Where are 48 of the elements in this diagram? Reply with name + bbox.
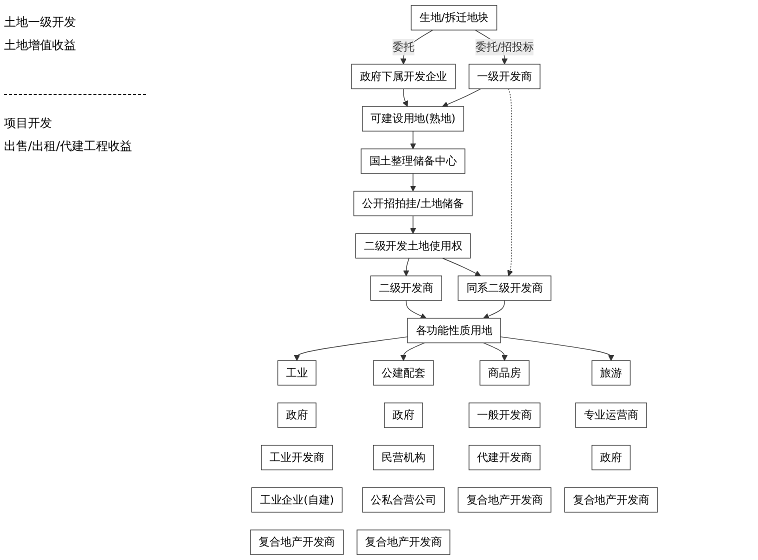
node-box: 一般开发商 [468,402,540,428]
node-box: 复合地产开发商 [458,487,552,513]
node-box: 各功能性质用地 [407,318,501,344]
arrow [400,342,425,361]
arrow [410,215,416,234]
node-box: 复合地产开发商 [356,530,450,555]
section-label: 项目开发 [4,115,53,132]
arrow [294,336,408,361]
node-box: 代建开发商 [468,444,540,470]
node-box: 同系二级开发商 [458,276,552,301]
node-box: 政府 [277,402,316,428]
section-label: 土地一级开发 [4,14,77,31]
node-box: 国土整理储备中心 [360,148,466,174]
arrow [483,300,505,319]
section-label: 出售/出租/代建工程收益 [4,138,134,155]
node-box: 公私合营公司 [362,487,445,513]
node-box: 政府 [592,444,631,470]
node-box: 商品房 [480,360,530,386]
node-box: 生地/拆迁地块 [410,5,498,30]
node-box: 二级开发土地使用权 [355,233,471,258]
node-box: 工业 [277,360,316,386]
arrow [410,130,416,150]
arrow [442,88,482,108]
edge-label: 委托 [392,40,414,54]
node-box: 政府下属开发企业 [351,64,456,90]
arrow [442,258,482,276]
node-box: 公建配套 [373,360,434,386]
node-box: 公开招拍挂/土地储备 [353,190,473,216]
arrow [507,88,514,276]
node-box: 复合地产开发商 [250,530,344,555]
node-box: 政府 [384,402,423,428]
node-box: 民营机构 [373,444,434,470]
node-box: 工业企业(自建) [251,487,342,513]
arrow [410,173,416,192]
section-label: 土地增值收益 [4,37,77,54]
arrow [500,336,614,361]
node-box: 二级开发商 [370,276,442,301]
node-box: 工业开发商 [261,444,333,470]
arrow [406,300,427,319]
node-box: 专业运营商 [575,402,647,428]
node-box: 旅游 [592,360,631,386]
node-box: 一级开发商 [468,64,540,90]
node-box: 可建设用地(熟地) [362,106,464,132]
arrow [483,342,508,361]
edge-label: 委托/招投标 [475,40,534,54]
arrow [402,88,408,107]
node-box: 复合地产开发商 [564,487,658,513]
arrow [403,258,410,276]
